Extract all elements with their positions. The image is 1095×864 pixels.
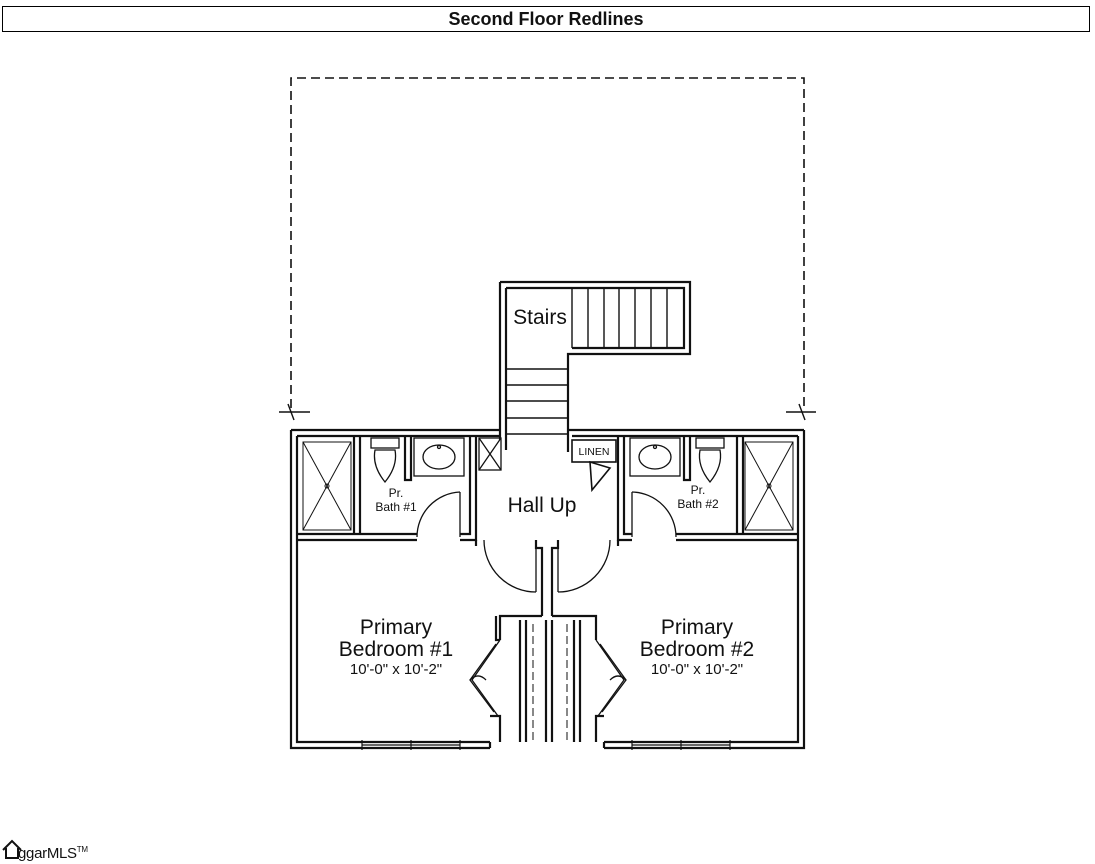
bath1-label-line2: Bath #1: [375, 500, 417, 514]
bath1-label-line1: Pr.: [389, 486, 404, 500]
toilet-icon: [695, 437, 725, 484]
house-logo-icon: [2, 839, 22, 859]
sink-icon: [413, 437, 465, 477]
closet-box: [478, 437, 502, 471]
door-swing-hall: [483, 539, 611, 593]
bath1-walls: [297, 436, 478, 542]
linen-label: LINEN: [579, 446, 610, 458]
bedroom2-label-line2: Bedroom #2: [640, 638, 754, 661]
linen-closet: [571, 439, 617, 493]
windows: [361, 740, 731, 750]
bedroom1-label-line2: Bedroom #1: [339, 638, 453, 661]
stairs-label: Stairs: [513, 306, 567, 329]
door-swing-bath2: [631, 491, 677, 538]
mls-logo: ggarMLSTM: [0, 834, 100, 864]
dashed-outline: [290, 77, 805, 408]
outer-walls: [289, 428, 806, 750]
logo-trademark: TM: [76, 845, 88, 854]
sink-icon: [629, 437, 681, 477]
stair-treads: [506, 288, 668, 435]
bath2-label-line2: Bath #2: [677, 497, 719, 511]
bedroom2-label-line1: Primary: [661, 616, 734, 639]
bifold-doors: [469, 639, 627, 717]
bedroom1-dimensions: 10'-0" x 10'-2": [350, 661, 442, 678]
closet-rods: [532, 624, 568, 740]
logo-text: ggarMLS: [18, 845, 77, 862]
door-swing-bath1: [416, 491, 461, 538]
toilet-icon: [370, 437, 400, 484]
title-bar: Second Floor Redlines: [2, 6, 1090, 32]
bedroom2-dimensions: 10'-0" x 10'-2": [651, 661, 743, 678]
hall-label: Hall Up: [508, 494, 577, 517]
bath2-walls: [616, 436, 798, 542]
central-walls: [474, 540, 620, 742]
bedroom1-label-line1: Primary: [360, 616, 433, 639]
bath2-label-line1: Pr.: [691, 483, 706, 497]
shower-1: [302, 441, 352, 531]
break-ticks: [279, 403, 816, 421]
page-title: Second Floor Redlines: [448, 8, 644, 29]
shower-2: [744, 441, 794, 531]
